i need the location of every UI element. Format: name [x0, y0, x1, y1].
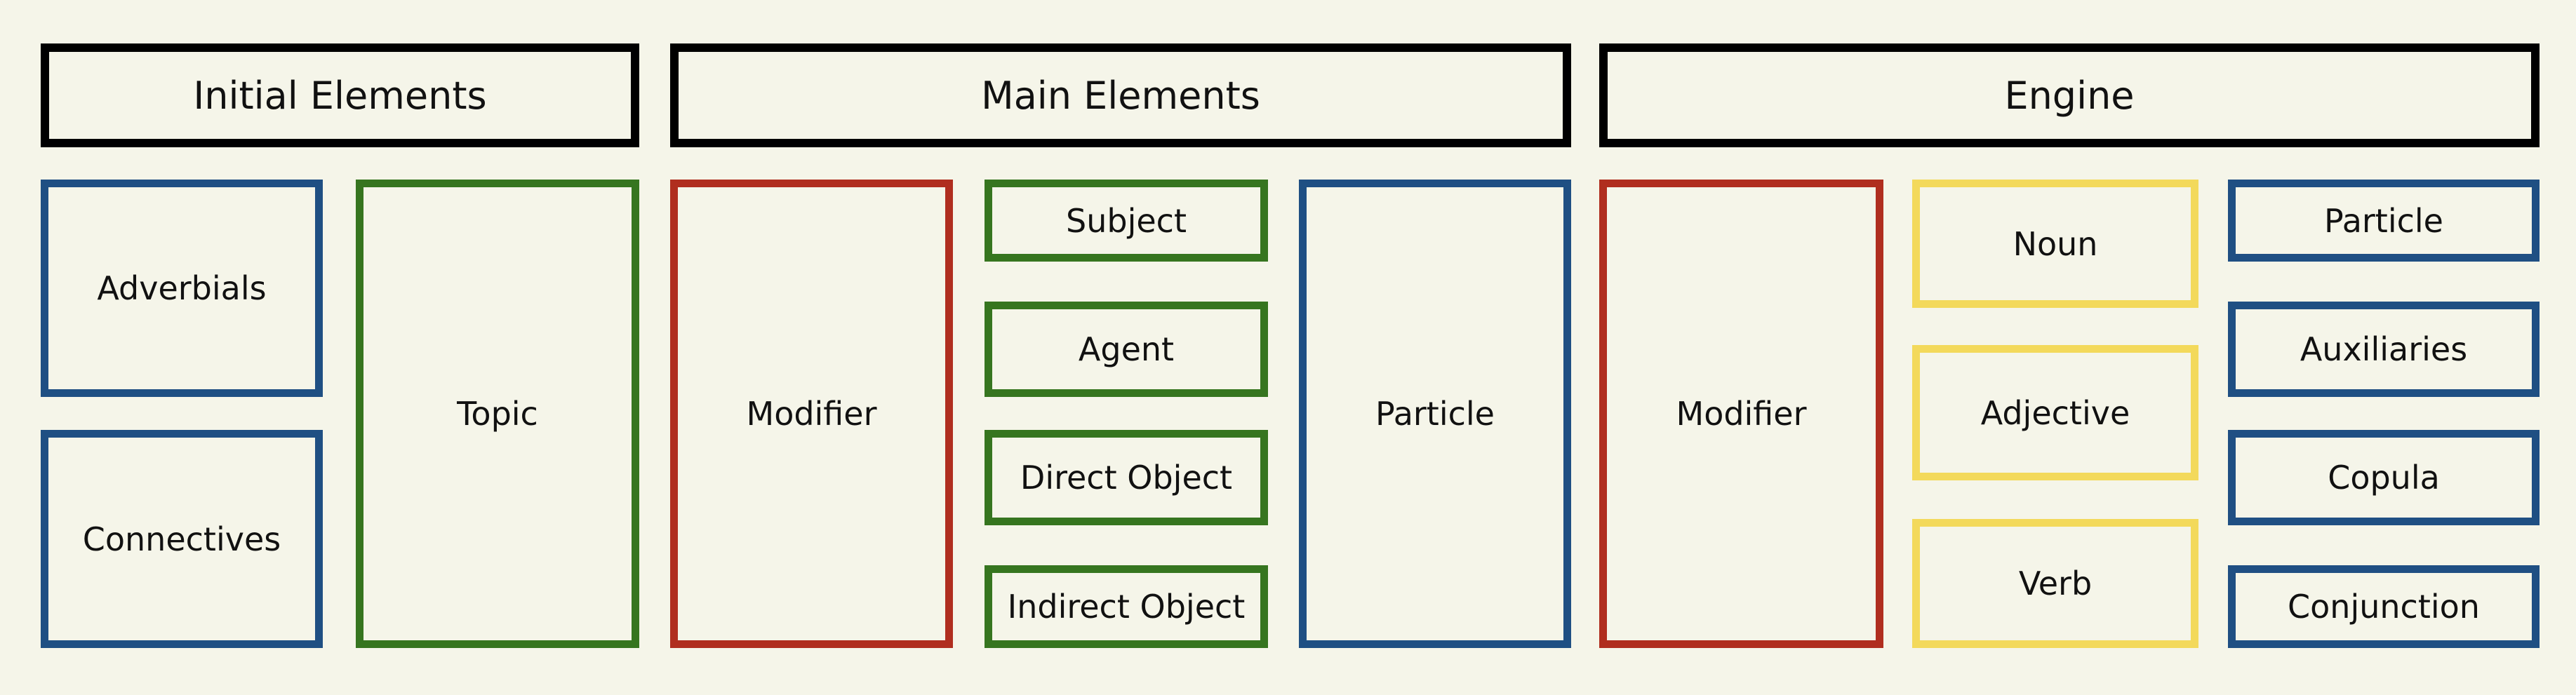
- noun-box: Noun: [1912, 180, 2198, 308]
- conjunction-box: Conjunction: [2228, 565, 2540, 648]
- auxiliaries-label: Auxiliaries: [2300, 330, 2468, 368]
- agent-label: Agent: [1078, 330, 1175, 368]
- indirect-object-label: Indirect Object: [1007, 588, 1246, 626]
- main-modifier-box: Modifier: [670, 180, 953, 648]
- adverbials-box: Adverbials: [41, 180, 323, 397]
- indirect-object-box: Indirect Object: [985, 565, 1268, 648]
- subject-box: Subject: [985, 180, 1268, 262]
- auxiliaries-box: Auxiliaries: [2228, 302, 2540, 397]
- main-elements-header-label: Main Elements: [981, 73, 1260, 118]
- connectives-box: Connectives: [41, 430, 323, 648]
- engine-header: Engine: [1599, 43, 2540, 147]
- initial-elements-header: Initial Elements: [41, 43, 639, 147]
- noun-label: Noun: [2013, 224, 2098, 263]
- engine-modifier-label: Modifier: [1676, 395, 1807, 433]
- conjunction-label: Conjunction: [2288, 588, 2480, 626]
- verb-label: Verb: [2018, 565, 2093, 602]
- engine-particle-label: Particle: [2324, 201, 2443, 240]
- initial-elements-header-label: Initial Elements: [193, 73, 487, 118]
- engine-header-label: Engine: [2004, 73, 2135, 118]
- main-elements-header: Main Elements: [670, 43, 1571, 147]
- copula-label: Copula: [2328, 459, 2440, 497]
- verb-box: Verb: [1912, 519, 2198, 648]
- engine-particle-box: Particle: [2228, 180, 2540, 262]
- main-particle-label: Particle: [1375, 395, 1495, 433]
- main-particle-box: Particle: [1299, 180, 1571, 648]
- main-modifier-label: Modifier: [746, 395, 877, 433]
- direct-object-label: Direct Object: [1020, 459, 1233, 497]
- topic-label: Topic: [457, 395, 538, 433]
- adverbials-label: Adverbials: [97, 269, 267, 307]
- adjective-label: Adjective: [1980, 393, 2130, 432]
- engine-modifier-box: Modifier: [1599, 180, 1883, 648]
- subject-label: Subject: [1066, 201, 1187, 240]
- adjective-box: Adjective: [1912, 345, 2198, 480]
- topic-box: Topic: [356, 180, 639, 648]
- direct-object-box: Direct Object: [985, 430, 1268, 525]
- copula-box: Copula: [2228, 430, 2540, 525]
- agent-box: Agent: [985, 302, 1268, 397]
- connectives-label: Connectives: [82, 520, 281, 558]
